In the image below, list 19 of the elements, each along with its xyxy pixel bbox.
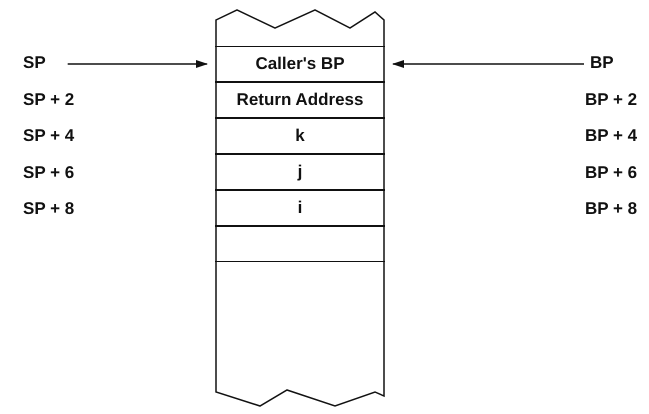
stack-slot: Caller's BP [215,46,385,82]
offset-label: BP + 6 [585,163,638,183]
register-label: BP [590,53,614,73]
offset-label: SP + 2 [23,90,74,110]
stack-slot: j [215,154,385,190]
stack-slot: Return Address [215,82,385,118]
memory-stack [215,8,385,408]
stack-slot: i [215,190,385,226]
empty-stack-slot [215,226,385,262]
arrow [68,60,208,68]
register-label: SP [23,53,46,73]
offset-label: BP + 4 [585,126,638,146]
offset-label: SP + 4 [23,126,74,146]
offset-label: BP + 2 [585,90,638,110]
arrow [392,60,584,68]
offset-label: SP + 6 [23,163,74,183]
offset-label: SP + 8 [23,199,74,219]
stack-slot: k [215,118,385,154]
offset-label: BP + 8 [585,199,638,219]
